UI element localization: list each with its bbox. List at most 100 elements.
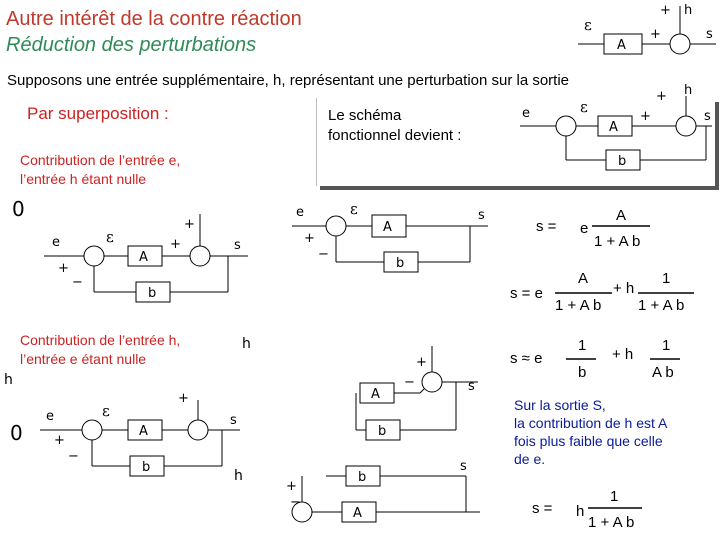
- contribution-h-line2: l’entrée e étant nulle: [20, 351, 147, 367]
- svg-text:b: b: [396, 256, 404, 271]
- top-plus-1: +: [660, 3, 671, 18]
- svg-text:−: −: [290, 495, 301, 510]
- eq2-denominator-1: 1 + A b: [555, 297, 602, 314]
- eq4-factor: h: [576, 503, 585, 520]
- eq3-denominator-1: b: [578, 364, 587, 381]
- svg-text:A: A: [139, 250, 148, 265]
- svg-text:A: A: [353, 506, 362, 521]
- svg-text:s: s: [468, 379, 475, 394]
- top-block-A-label: A: [617, 38, 626, 53]
- eq1-lhs: s =: [536, 218, 557, 235]
- svg-text:e: e: [296, 205, 304, 220]
- eq2-lhs: s = e: [510, 285, 543, 302]
- svg-text:+: +: [640, 109, 651, 124]
- eq1-factor: e: [580, 220, 589, 237]
- schema-label: Le schéma fonctionnel devient :: [328, 106, 461, 146]
- svg-text:ε: ε: [350, 200, 358, 218]
- svg-text:h: h: [242, 336, 251, 352]
- svg-text:+: +: [304, 231, 315, 246]
- svg-text:s: s: [230, 413, 237, 428]
- svg-text:e: e: [522, 106, 530, 121]
- page-subtitle: Réduction des perturbations: [6, 34, 257, 56]
- contribution-e-line2: l’entrée h étant nulle: [20, 171, 147, 187]
- conclusion-line1: Sur la sortie S,: [514, 397, 606, 413]
- svg-text:A: A: [383, 220, 392, 235]
- svg-text:h: h: [684, 83, 692, 98]
- conclusion-line2: la contribution de h est A: [514, 415, 668, 431]
- eq3-denominator-2: A b: [652, 364, 674, 381]
- eq1-denominator: 1 + A b: [594, 233, 641, 250]
- eq3-lhs: s ≈ e: [510, 350, 543, 367]
- top-s-label: s: [706, 27, 713, 42]
- svg-text:b: b: [142, 460, 150, 475]
- svg-text:ε: ε: [580, 98, 588, 116]
- top-h-label: h: [684, 3, 692, 18]
- eq2-denominator-2: 1 + A b: [638, 297, 685, 314]
- svg-text:e: e: [46, 409, 54, 424]
- diagram-e-with-zero: 0 e + ε A + + s b −: [12, 197, 248, 303]
- diagram-e-simplified: e + ε A s b −: [292, 200, 488, 273]
- svg-text:A: A: [371, 387, 380, 402]
- svg-text:s: s: [234, 238, 241, 253]
- svg-text:b: b: [378, 424, 386, 439]
- eq3-numerator-2: 1: [662, 337, 671, 354]
- schema-panel: [316, 98, 715, 186]
- diagram-h-with-zero: 0 e + ε A + s b − h: [10, 391, 243, 484]
- svg-text:+: +: [58, 261, 69, 276]
- svg-text:+: +: [170, 237, 181, 252]
- svg-text:b: b: [148, 286, 156, 301]
- eq4-numerator: 1: [610, 488, 619, 505]
- svg-text:−: −: [318, 247, 329, 262]
- contribution-e-line1: Contribution de l’entrée e,: [20, 152, 181, 168]
- svg-text:+: +: [54, 433, 65, 448]
- svg-text:0: 0: [12, 197, 25, 221]
- conclusion-line4: de e.: [514, 451, 546, 467]
- svg-text:h: h: [4, 372, 13, 388]
- svg-text:A: A: [609, 120, 618, 135]
- top-epsilon-label: ε: [584, 16, 592, 34]
- svg-text:−: −: [404, 375, 415, 390]
- diagram-h-final: + − s b A: [286, 459, 480, 523]
- eq3-numerator-1: 1: [578, 337, 587, 354]
- svg-text:ε: ε: [102, 402, 110, 420]
- diagram-h-simplified: h h + s b A −: [4, 336, 478, 441]
- svg-text:b: b: [358, 470, 366, 485]
- contribution-h-line1: Contribution de l’entrée h,: [20, 332, 181, 348]
- intro-text: Supposons une entrée supplémentaire, h, …: [7, 72, 570, 89]
- superposition-label: Par superposition :: [27, 104, 169, 123]
- svg-text:A: A: [139, 424, 148, 439]
- svg-text:−: −: [68, 449, 79, 464]
- svg-text:e: e: [52, 235, 60, 250]
- eq4-lhs: s =: [532, 500, 553, 517]
- top-plus-2: +: [650, 27, 661, 42]
- svg-text:+: +: [656, 89, 667, 104]
- contribution-e-text: Contribution de l’entrée e, l’entrée h é…: [20, 151, 260, 189]
- eq2-numerator-2: 1: [662, 270, 671, 287]
- conclusion-line3: fois plus faible que celle: [514, 433, 663, 449]
- svg-text:+: +: [184, 217, 195, 232]
- svg-text:ε: ε: [106, 228, 114, 246]
- svg-text:h: h: [234, 468, 243, 484]
- eq2-op: + h: [613, 280, 635, 297]
- eq1-numerator: A: [616, 207, 627, 224]
- eq3-op: + h: [612, 346, 634, 363]
- page-title: Autre intérêt de la contre réaction: [6, 8, 302, 30]
- svg-text:0: 0: [10, 421, 23, 445]
- svg-text:s: s: [460, 459, 467, 474]
- panel-diagram: e ε A + h + s b: [520, 83, 712, 171]
- schema-label-line2: fonctionnel devient :: [328, 127, 462, 144]
- svg-text:s: s: [478, 208, 485, 223]
- eq4-denominator: 1 + A b: [588, 514, 635, 531]
- svg-text:b: b: [618, 154, 626, 169]
- svg-text:+: +: [178, 391, 189, 406]
- contribution-h-text: Contribution de l’entrée h, l’entrée e é…: [20, 331, 260, 369]
- svg-text:−: −: [72, 275, 83, 290]
- eq2-numerator-1: A: [578, 270, 589, 287]
- svg-text:+: +: [416, 355, 427, 370]
- svg-text:s: s: [704, 109, 711, 124]
- conclusion-text: Sur la sortie S, la contribution de h es…: [514, 396, 714, 468]
- schema-label-line1: Le schéma: [328, 107, 402, 124]
- svg-text:+: +: [286, 479, 297, 494]
